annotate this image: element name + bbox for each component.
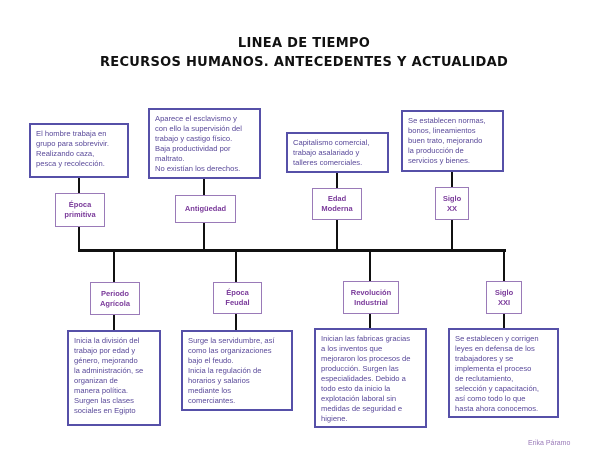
title-line2: RECURSOS HUMANOS. ANTECEDENTES Y ACTUALI… <box>99 55 509 70</box>
era-label: Época Feudal <box>213 282 262 314</box>
era-label: Periodo Agrícola <box>90 282 140 315</box>
era-label: Revolución Industrial <box>343 281 399 314</box>
event-description: Inicia la división del trabajo por edad … <box>67 330 161 426</box>
title-line1: LINEA DE TIEMPO <box>237 36 371 51</box>
event-description: Capitalismo comercial, trabajo asalariad… <box>286 132 389 173</box>
author-signature: Erika Páramo <box>528 440 571 447</box>
era-label: Antigüedad <box>175 195 236 223</box>
event-description: Surge la servidumbre, así como las organ… <box>181 330 293 411</box>
era-label: Siglo XXI <box>486 281 522 314</box>
event-description: Aparece el esclavismo y con ello la supe… <box>148 108 261 179</box>
event-description: Inician las fabricas gracias a los inven… <box>314 328 427 428</box>
event-description: Se establecen normas, bonos, lineamiento… <box>401 110 504 172</box>
era-label: Siglo XX <box>435 187 469 220</box>
event-description: Se establecen y corrigen leyes en defens… <box>448 328 559 418</box>
era-label: Edad Moderna <box>312 188 362 220</box>
era-label: Época primitiva <box>55 193 105 227</box>
event-description: El hombre trabaja en grupo para sobreviv… <box>29 123 129 178</box>
timeline-axis <box>78 249 506 252</box>
